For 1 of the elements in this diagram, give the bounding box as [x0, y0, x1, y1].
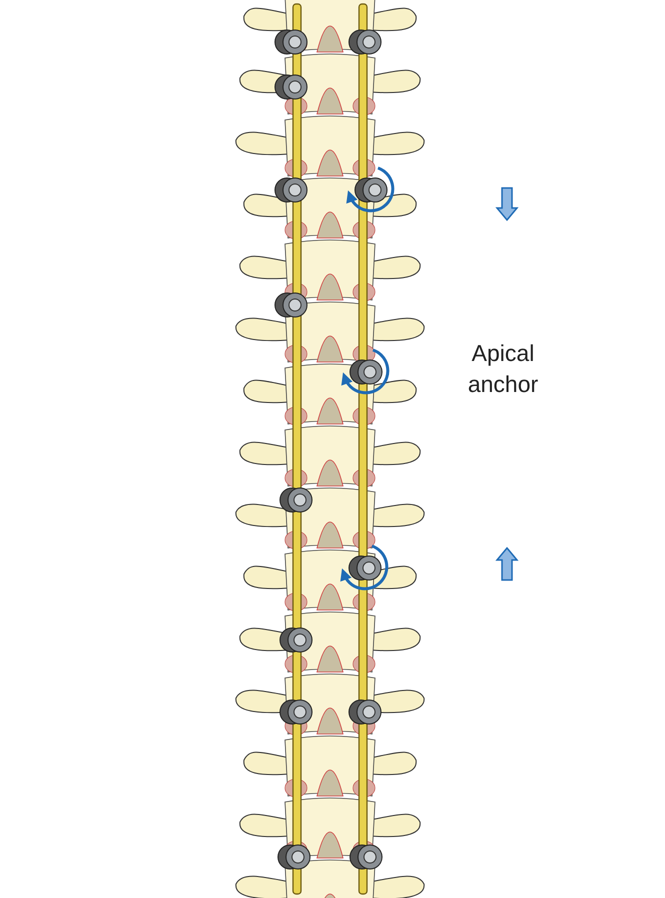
annotation-text: Apical anchor — [466, 339, 540, 399]
